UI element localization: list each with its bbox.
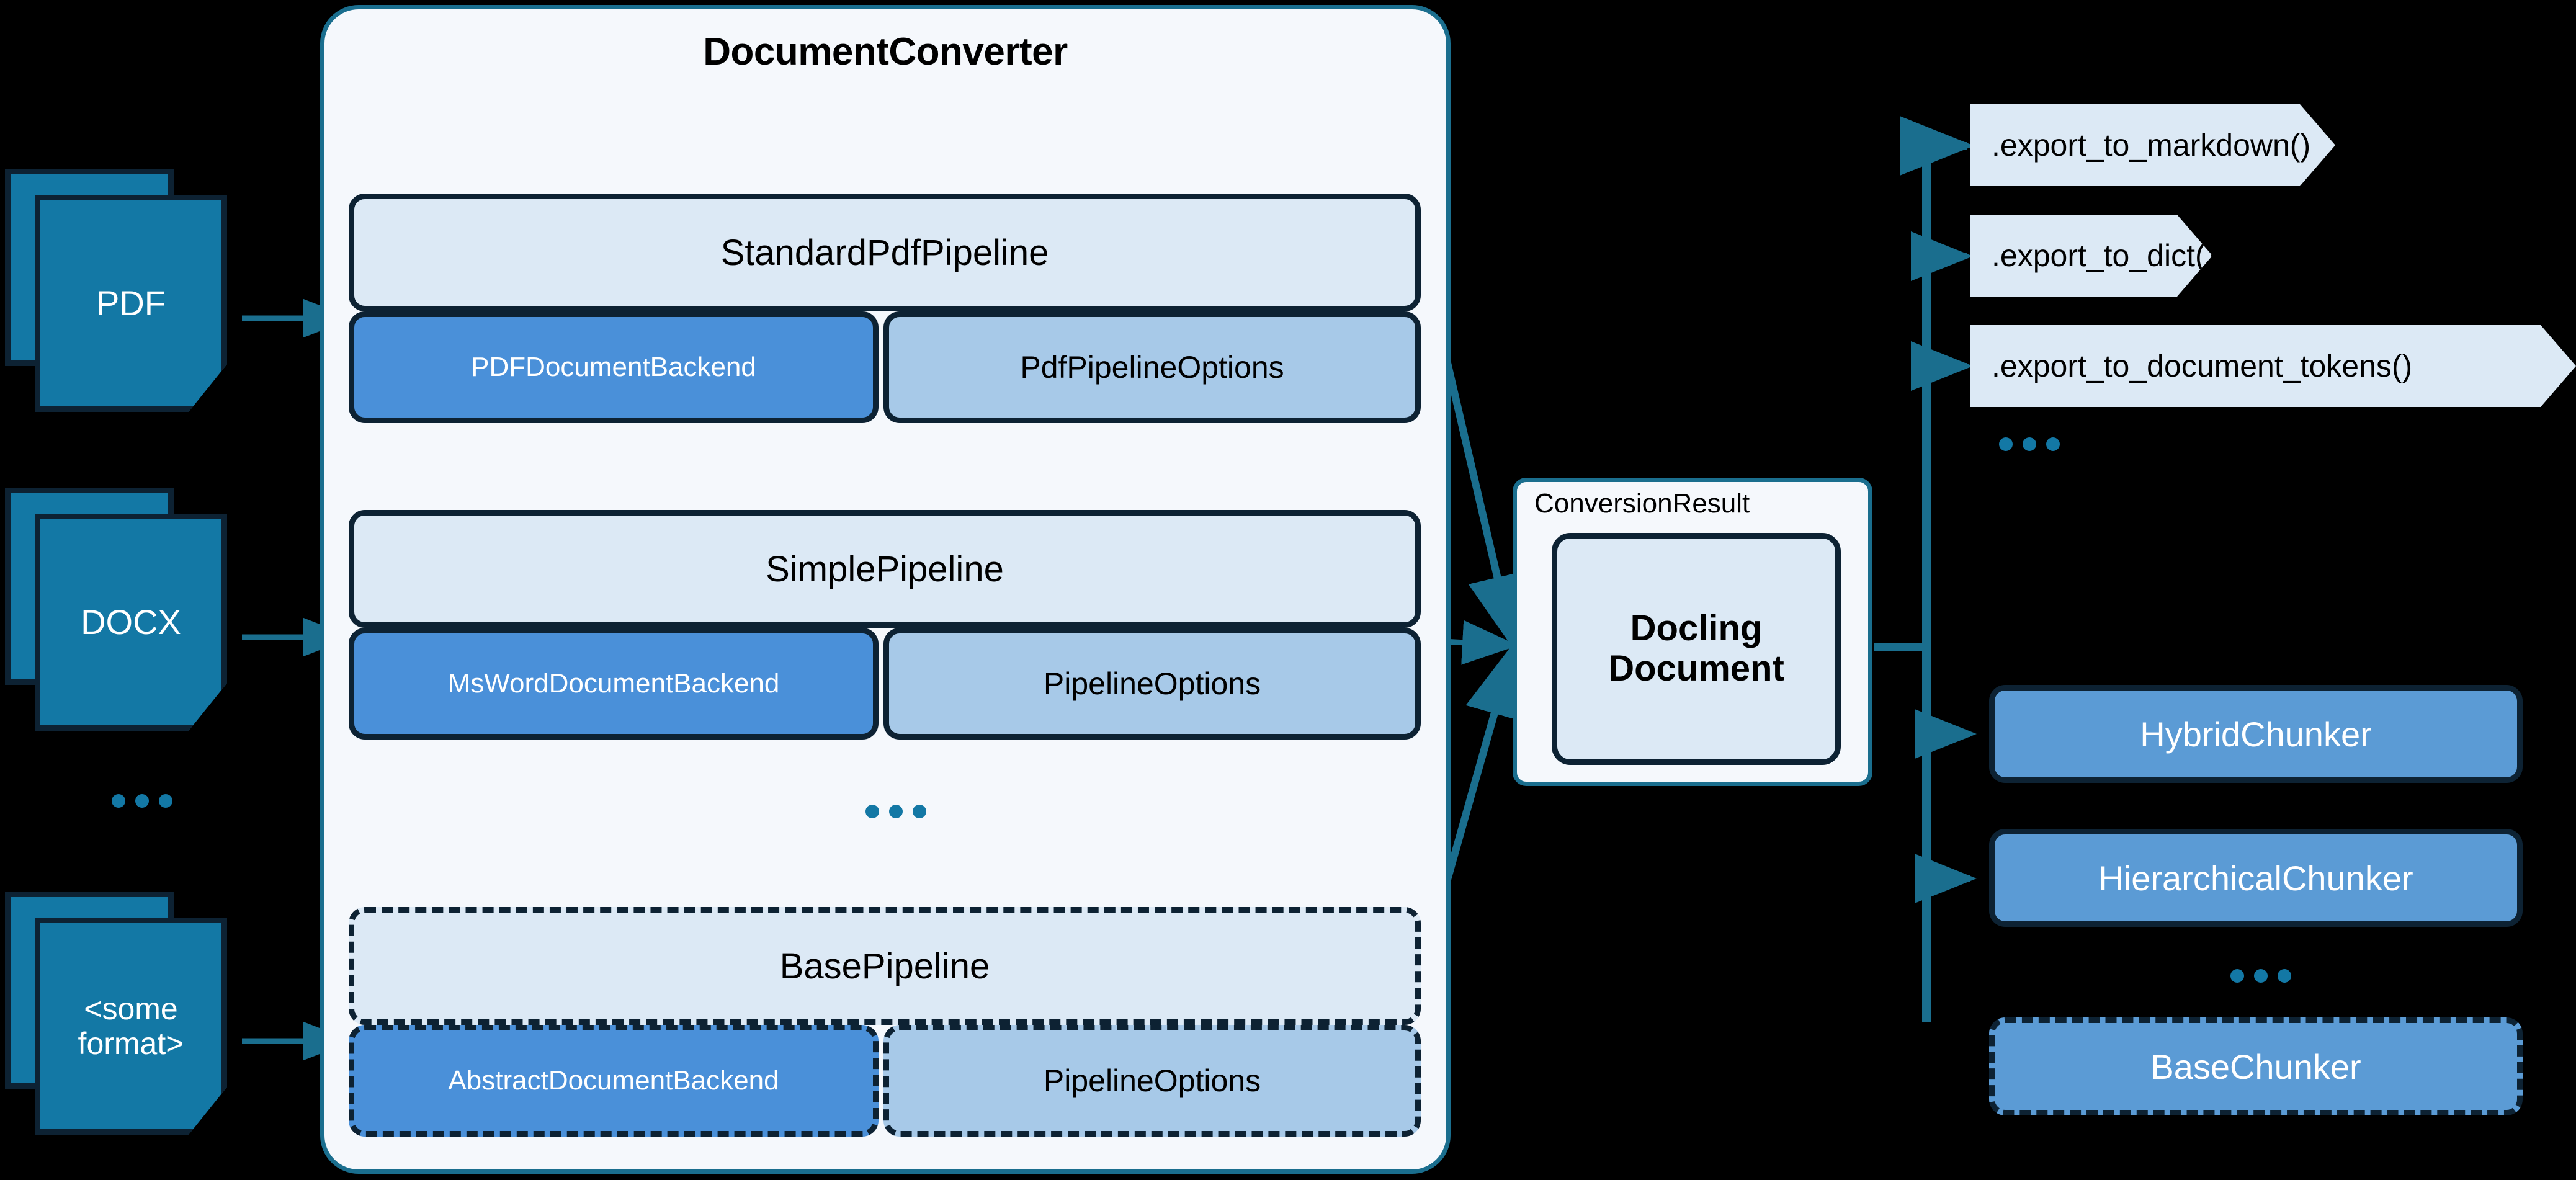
- document-label: PDF: [96, 283, 166, 323]
- options-label: PipelineOptions: [1043, 666, 1261, 701]
- document-front-sheet: DOCX: [35, 514, 227, 731]
- inputs-ellipsis: [112, 794, 172, 808]
- document-front-sheet: <some format>: [35, 918, 227, 1135]
- export-method-label: .export_to_markdown(): [1992, 128, 2311, 163]
- exports-ellipsis: [1999, 437, 2060, 451]
- backend-pdfdocumentbackend[interactable]: PDFDocumentBackend: [349, 311, 879, 423]
- pipeline-label: BasePipeline: [779, 945, 990, 986]
- document-label: <some format>: [78, 991, 184, 1061]
- backend-msworddocumentbackend[interactable]: MsWordDocumentBackend: [349, 628, 879, 740]
- backend-abstractdocumentbackend[interactable]: AbstractDocumentBackend: [349, 1025, 879, 1137]
- chunkers-ellipsis: [2230, 969, 2291, 983]
- export-method-document-tokens[interactable]: .export_to_document_tokens(): [1970, 325, 2576, 407]
- export-method-label: .export_to_dict(): [1992, 238, 2216, 273]
- pipeline-basepipeline[interactable]: BasePipeline: [349, 907, 1421, 1025]
- export-method-dict[interactable]: .export_to_dict(): [1970, 215, 2212, 297]
- document-label: DOCX: [81, 602, 181, 641]
- page-title: DocumentConverter: [703, 30, 1068, 73]
- docling-document-box[interactable]: Docling Document: [1552, 533, 1841, 765]
- pipeline-simplepipeline[interactable]: SimplePipeline: [349, 510, 1421, 628]
- chunker-label: HierarchicalChunker: [2098, 858, 2413, 898]
- options-label: PipelineOptions: [1043, 1063, 1261, 1098]
- pipeline-standardpdfpipeline[interactable]: StandardPdfPipeline: [349, 194, 1421, 311]
- export-method-markdown[interactable]: .export_to_markdown(): [1970, 104, 2335, 186]
- chunker-hybridchunker[interactable]: HybridChunker: [1989, 685, 2523, 783]
- docling-document-label: Docling Document: [1608, 608, 1784, 689]
- options-pdfpipelineoptions[interactable]: PdfPipelineOptions: [883, 311, 1421, 423]
- input-document-pdf[interactable]: PDF: [5, 169, 242, 417]
- conversion-result-label: ConversionResult: [1534, 488, 1750, 519]
- options-pipelineoptions-simple[interactable]: PipelineOptions: [883, 628, 1421, 740]
- conversion-result-panel: ConversionResult Docling Document: [1513, 478, 1872, 786]
- input-document-other[interactable]: <some format>: [5, 892, 242, 1140]
- input-document-docx[interactable]: DOCX: [5, 488, 242, 736]
- export-method-label: .export_to_document_tokens(): [1992, 349, 2413, 383]
- backend-label: PDFDocumentBackend: [471, 352, 756, 382]
- chunker-basechunker[interactable]: BaseChunker: [1989, 1017, 2523, 1115]
- chunker-label: HybridChunker: [2140, 714, 2372, 754]
- pipeline-label: SimplePipeline: [766, 548, 1004, 589]
- options-label: PdfPipelineOptions: [1020, 350, 1284, 385]
- pipeline-label: StandardPdfPipeline: [720, 232, 1049, 273]
- backend-label: AbstractDocumentBackend: [448, 1065, 779, 1096]
- chunker-hierarchicalchunker[interactable]: HierarchicalChunker: [1989, 829, 2523, 927]
- backend-label: MsWordDocumentBackend: [447, 668, 780, 699]
- document-front-sheet: PDF: [35, 195, 227, 412]
- chunker-label: BaseChunker: [2150, 1047, 2361, 1086]
- pipelines-ellipsis: [865, 805, 926, 818]
- options-pipelineoptions-base[interactable]: PipelineOptions: [883, 1025, 1421, 1137]
